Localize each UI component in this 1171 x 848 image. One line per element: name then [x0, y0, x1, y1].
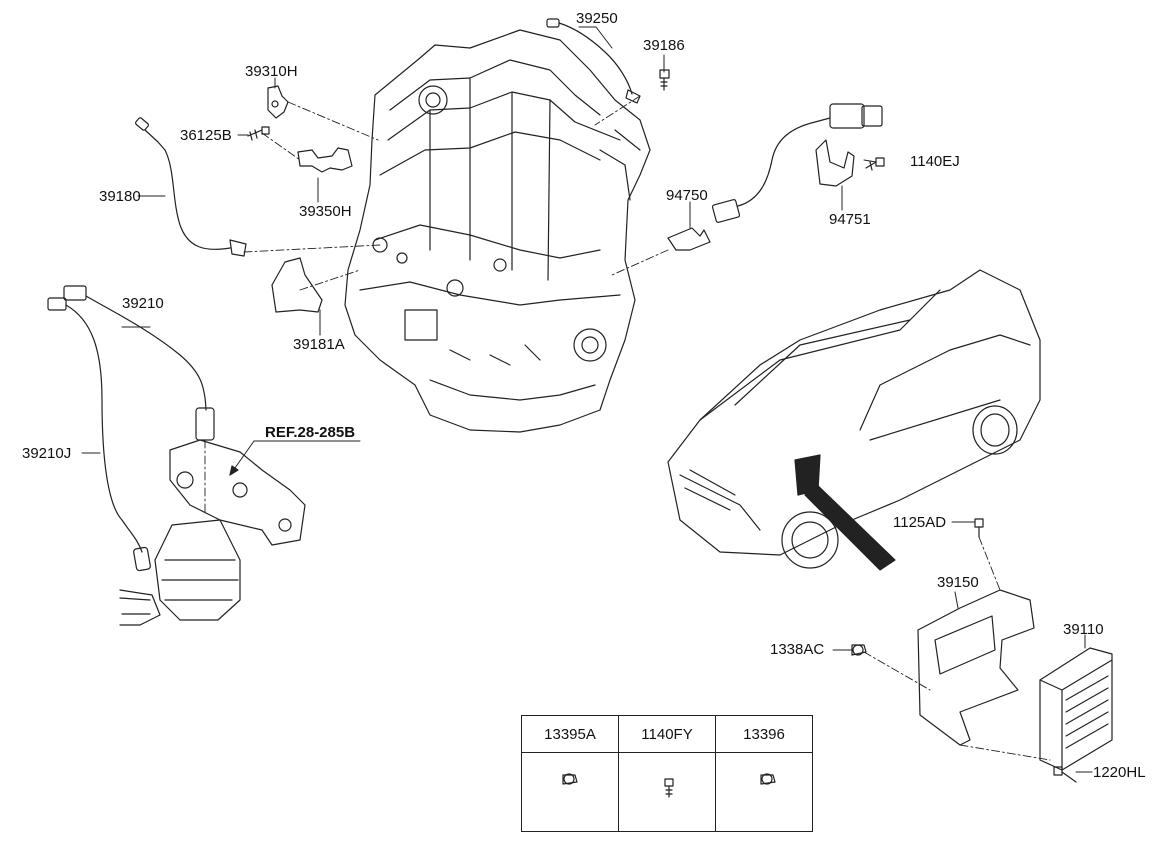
small-parts-table: 13395A 1140FY 13396 — [521, 715, 813, 832]
sensor-39310H — [267, 85, 289, 119]
table-cell-13396 — [715, 752, 813, 832]
label-39180: 39180 — [99, 188, 141, 205]
label-1140EJ: 1140EJ — [910, 153, 960, 170]
label-1125AD: 1125AD — [893, 514, 947, 531]
bolt-1140EJ — [865, 157, 885, 171]
bracket-39150 — [917, 589, 1035, 746]
ref-label: REF.28-285B — [265, 424, 356, 441]
label-39181A: 39181A — [293, 336, 345, 353]
car-illustration — [667, 269, 1041, 571]
sensor-39210 — [63, 285, 215, 441]
table-cell-13395A — [521, 752, 619, 832]
sensor-39250 — [546, 18, 641, 104]
nut-1338AC — [851, 644, 867, 656]
exhaust-manifold — [119, 439, 306, 626]
sensor-94750 — [667, 103, 883, 251]
table-header-row: 13395A 1140FY 13396 — [521, 715, 813, 753]
label-94750: 94750 — [666, 187, 708, 204]
bracket-94751 — [815, 139, 855, 187]
dash-leaders — [204, 95, 1051, 761]
label-39110: 39110 — [1063, 621, 1104, 638]
bracket-39181A — [271, 257, 323, 313]
bracket-39350H — [297, 147, 353, 173]
table-header-13395A: 13395A — [521, 715, 619, 753]
label-39210J: 39210J — [22, 445, 72, 462]
table-header-13396: 13396 — [715, 715, 813, 753]
label-39210: 39210 — [122, 295, 164, 312]
label-1220HL: 1220HL — [1093, 764, 1146, 781]
label-39350H: 39350H — [299, 203, 352, 220]
bolt-39186 — [659, 69, 670, 91]
label-94751: 94751 — [829, 211, 871, 228]
table-header-1140FY: 1140FY — [618, 715, 716, 753]
sensor-39180 — [135, 117, 247, 257]
table-cell-1140FY — [618, 752, 716, 832]
label-36125B: 36125B — [180, 127, 232, 144]
sensor-39210J — [47, 297, 151, 572]
label-39150: 39150 — [937, 574, 979, 591]
label-39186: 39186 — [643, 37, 685, 54]
bolt-1220HL — [1053, 766, 1077, 783]
label-39310H: 39310H — [245, 63, 298, 80]
bolt-36125B — [247, 126, 270, 141]
bolt-1125AD — [974, 518, 984, 538]
label-39250: 39250 — [576, 10, 618, 27]
engine-block — [344, 29, 651, 433]
label-1338AC: 1338AC — [770, 641, 825, 658]
ref-arrowhead — [229, 465, 239, 476]
ecu-39110 — [1039, 647, 1113, 771]
table-body-row — [521, 752, 813, 832]
